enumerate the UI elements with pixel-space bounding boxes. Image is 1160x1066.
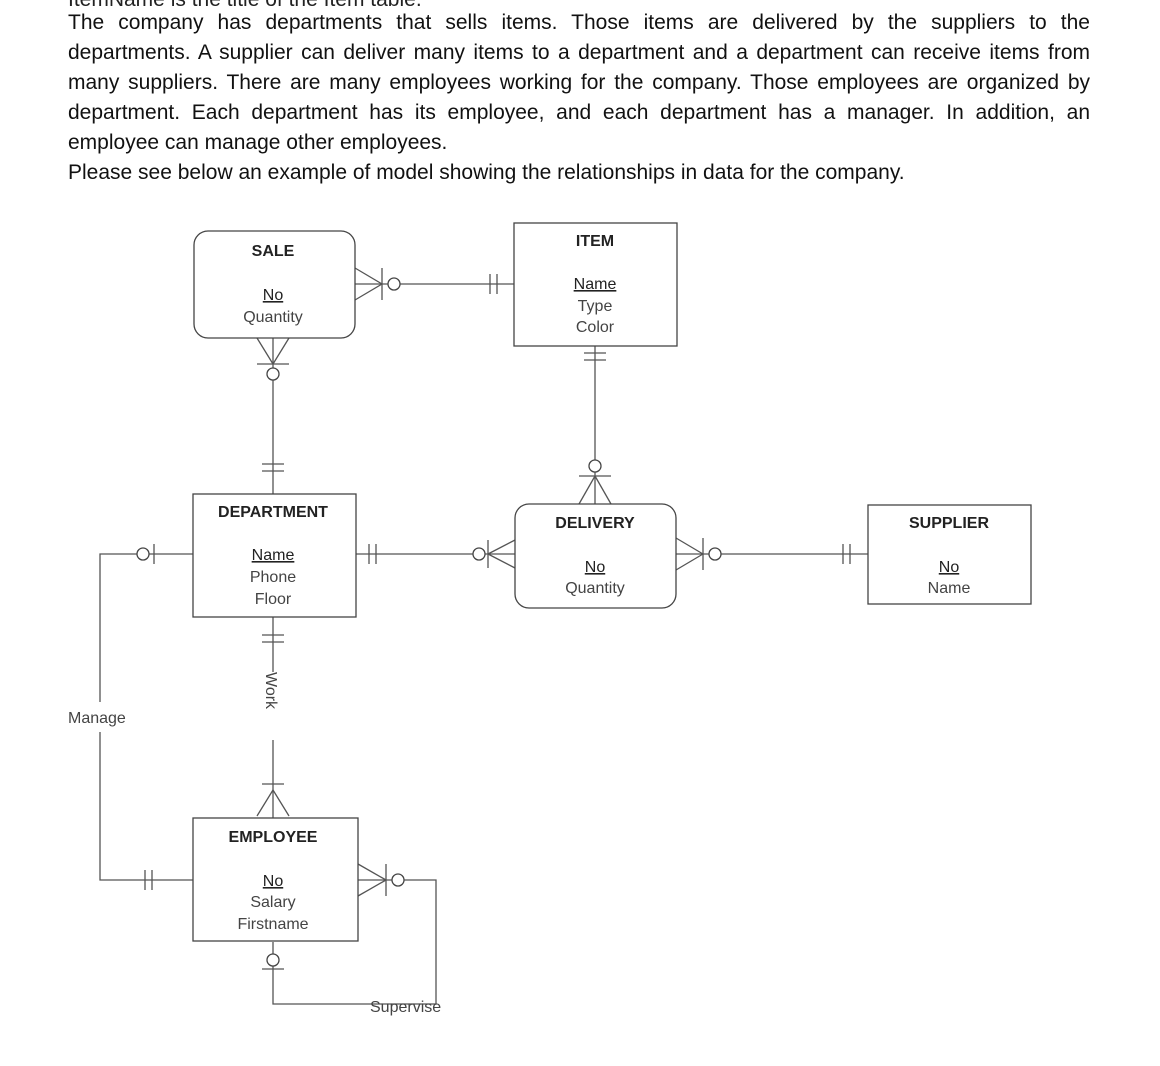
entity-key: No [585,559,606,576]
entity-attribute: Quantity [565,580,625,597]
entity-key: No [263,287,284,304]
entity-employee: EMPLOYEE No Salary Firstname [192,817,359,942]
entity-attribute: Color [576,319,615,336]
cut-off-header-line: ItemName is the title of the Item table. [68,0,1108,8]
entity-delivery: DELIVERY No Quantity [514,503,677,609]
entity-title: ITEM [576,233,614,250]
entity-attribute: Salary [250,894,295,911]
entity-key: No [939,559,960,576]
connector-sale-department [256,337,290,494]
entity-attribute: Floor [255,591,292,608]
connector-department-delivery [356,539,516,569]
work-relationship-label: Work [262,672,279,710]
connector-item-delivery [578,346,612,505]
entity-title: SALE [252,243,295,260]
description-paragraph: The company has departments that sells i… [68,11,1090,154]
entity-item: ITEM Name Type Color [513,222,678,347]
entity-attribute: Phone [250,569,296,586]
entity-department: DEPARTMENT Name Phone Floor [192,493,357,618]
entity-key: Name [574,276,617,293]
entity-attribute: Name [928,580,971,597]
entity-supplier: SUPPLIER No Name [867,504,1032,605]
entity-title: EMPLOYEE [229,829,318,846]
connector-supervise: Supervise [262,863,441,1016]
connector-sale-item [354,267,514,301]
entity-title: SUPPLIER [909,515,989,532]
manage-relationship-label: Manage [68,710,126,727]
supervise-relationship-label: Supervise [370,999,441,1016]
entity-sale: SALE No Quantity [193,230,356,339]
entity-title: DELIVERY [555,515,635,532]
entity-attribute: Type [578,298,613,315]
connector-delivery-supplier [675,537,868,571]
entity-attribute: Firstname [237,916,308,933]
entity-key: No [263,873,284,890]
intro-paragraph: Please see below an example of model sho… [68,161,905,184]
entity-attribute: Quantity [243,309,303,326]
connector-manage: Manage [68,544,193,890]
entity-title: DEPARTMENT [218,504,328,521]
cut-off-header-text: ItemName is the title of the Item table. [68,0,422,8]
connector-department-employee-work: Work [256,617,290,818]
entity-key: Name [252,547,295,564]
